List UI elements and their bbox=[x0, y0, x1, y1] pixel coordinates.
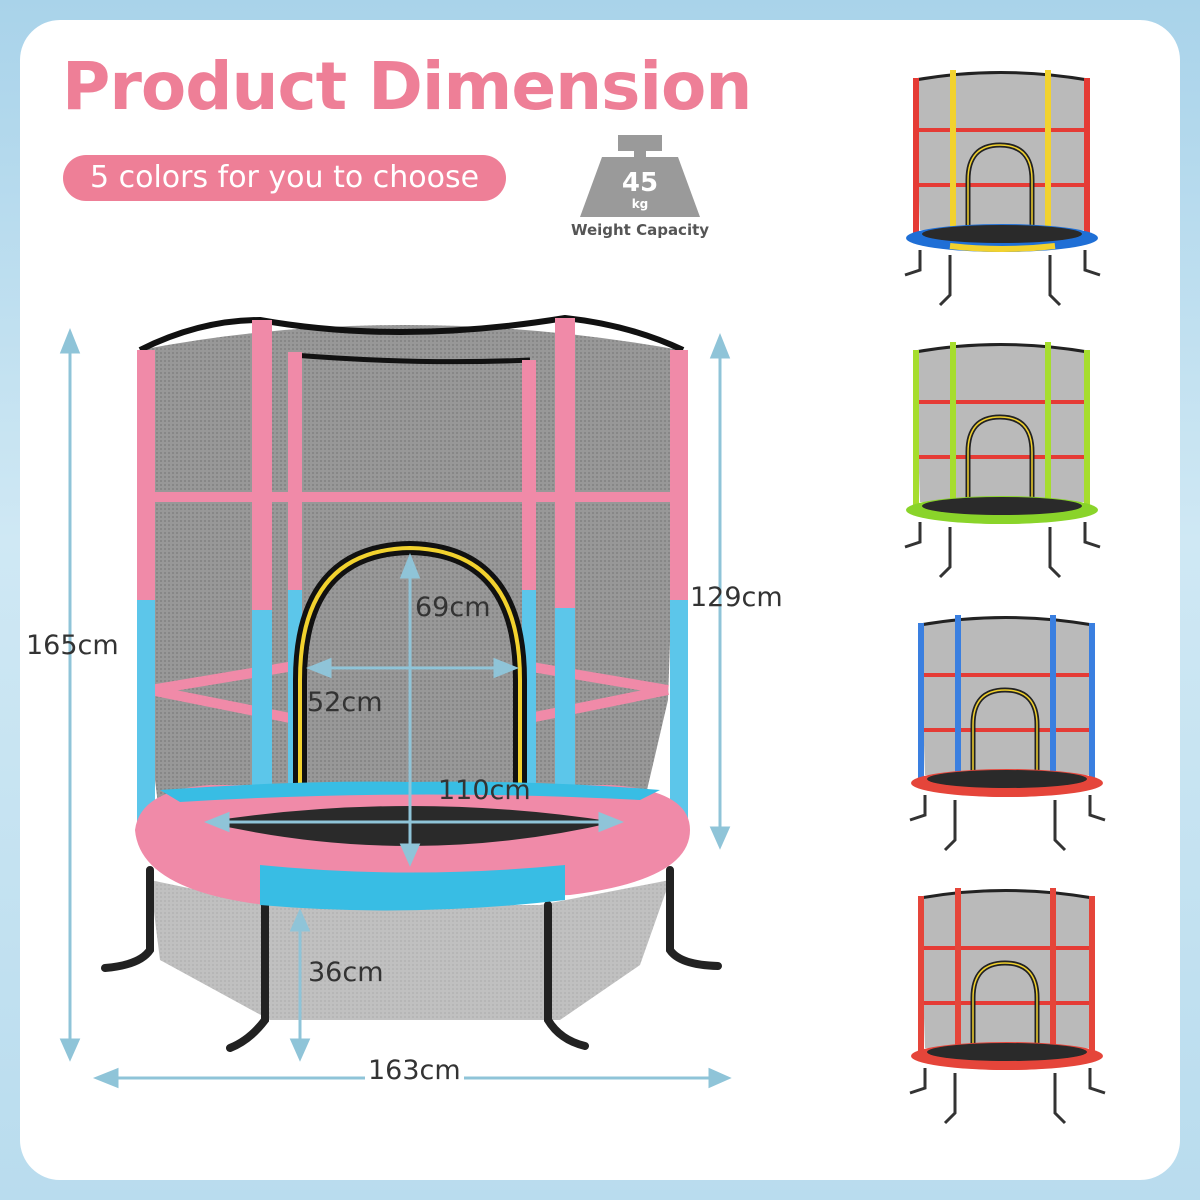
frame-height-label: 36cm bbox=[308, 957, 384, 988]
color-variant[interactable] bbox=[890, 332, 1120, 592]
color-variant[interactable] bbox=[890, 60, 1120, 320]
total-width-label: 163cm bbox=[365, 1055, 464, 1086]
dimension-arrows bbox=[59, 327, 732, 1089]
pink-rings bbox=[145, 492, 685, 725]
weight-icon: 45 kg bbox=[580, 135, 700, 217]
net-height-label: 129cm bbox=[690, 582, 783, 613]
weight-capacity: 45 kg Weight Capacity bbox=[560, 135, 720, 239]
top-rope bbox=[138, 314, 685, 353]
door-height-label: 69cm bbox=[415, 592, 491, 623]
base-net bbox=[150, 880, 670, 1020]
variant-blue-red-trampoline-icon bbox=[909, 615, 1106, 852]
color-options-badge: 5 colors for you to choose bbox=[63, 155, 506, 201]
color-variant[interactable] bbox=[895, 605, 1125, 865]
mat-diameter-label: 110cm bbox=[438, 775, 531, 806]
variant-green-trampoline-icon bbox=[904, 342, 1101, 579]
variant-red-blue-yellow-trampoline-icon bbox=[904, 70, 1101, 307]
page-title: Product Dimension bbox=[62, 48, 752, 125]
door-width-label: 52cm bbox=[307, 687, 383, 718]
weight-label: Weight Capacity bbox=[570, 221, 710, 239]
weight-unit: kg bbox=[631, 197, 649, 211]
weight-value: 45 bbox=[621, 168, 659, 198]
total-height-label: 165cm bbox=[26, 630, 119, 661]
variant-red-trampoline-icon bbox=[909, 888, 1106, 1125]
color-variant[interactable] bbox=[895, 878, 1125, 1138]
legs bbox=[101, 866, 722, 1052]
